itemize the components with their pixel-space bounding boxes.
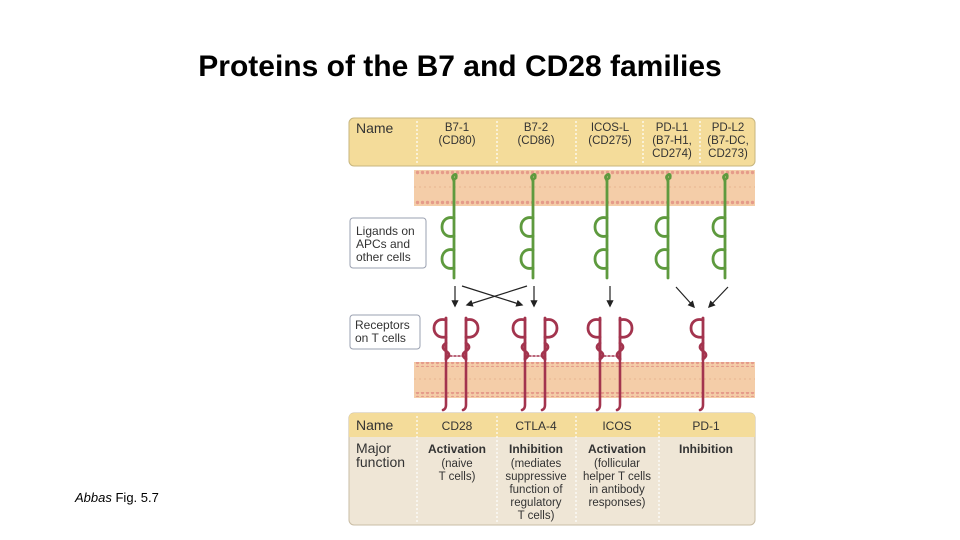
ligand-name-0-line0: B7-1 [445, 122, 469, 134]
function-header-line1: Major [356, 440, 391, 456]
function-detail-1-line0: (mediates [511, 458, 562, 470]
receptor-dimer-2 [586, 316, 634, 362]
binding-arrows [451, 285, 729, 309]
ligand-name-2-line0: ICOS-L [591, 122, 630, 134]
arrow-b7-2-cd28 [465, 285, 528, 307]
ligand-name-4-line2: CD273) [708, 148, 748, 160]
apc-membrane [414, 170, 755, 206]
ligands-label-line2: APCs and [356, 237, 410, 251]
citation-author: Abbas [75, 490, 112, 505]
ligands-label-box [349, 217, 427, 269]
ligand-name-3-line0: PD-L1 [656, 122, 689, 134]
ligand-name-3-line2: CD274) [652, 148, 692, 160]
ligand-name-1-line0: B7-2 [524, 122, 548, 134]
function-detail-1-line3: regulatory [510, 497, 561, 509]
receptor-names: CD28 CTLA-4 ICOS PD-1 [442, 419, 720, 433]
receptor-name-0: CD28 [442, 419, 473, 433]
arrow-pdl2-pd1 [708, 286, 729, 309]
figure-citation: Abbas Fig. 5.7 [75, 490, 159, 505]
function-detail-2-line1: helper T cells [583, 471, 651, 483]
ligands-label-line1: Ligands on [356, 224, 415, 238]
receptor-dimer-0 [432, 316, 480, 362]
function-detail-1-line1: suppressive [505, 471, 566, 483]
receptor-tail-0 [441, 360, 468, 412]
receptor-molecules [432, 316, 708, 362]
receptors-label-line2: on T cells [355, 331, 406, 345]
citation-ref: Fig. 5.7 [111, 490, 159, 505]
function-title-2: Activation [588, 442, 646, 456]
function-detail-0-line0: (naive [441, 458, 472, 470]
receptor-name-row [349, 413, 755, 437]
function-detail-2-line2: in antibody [589, 484, 645, 496]
arrow-b7-1-ctla4 [461, 285, 524, 307]
ligand-name-0-line1: (CD80) [438, 135, 475, 147]
ligands-label-line3: other cells [356, 250, 411, 264]
ligand-name-4-line1: (B7-DC, [707, 135, 749, 147]
ligand-molecule-2 [593, 173, 611, 280]
receptor-monomer-pd1 [689, 316, 708, 362]
arrow-pdl1-pd1 [675, 286, 695, 309]
function-title-3: Inhibition [679, 442, 733, 456]
receptors-label-line1: Receptors [355, 318, 410, 332]
function-detail-1-line2: function of [509, 484, 563, 496]
receptor-name-1: CTLA-4 [515, 419, 557, 433]
ligand-name-4-line0: PD-L2 [712, 122, 745, 134]
receptor-name-header: Name [356, 417, 394, 433]
ligand-molecules [440, 173, 729, 280]
ligand-name-header: Name [356, 120, 394, 136]
ligand-name-2-line1: (CD275) [588, 135, 632, 147]
tcell-membrane [414, 362, 755, 398]
receptor-dimer-1 [511, 316, 559, 362]
ligand-molecule-0 [440, 173, 458, 280]
ligand-molecule-3 [654, 173, 672, 280]
receptor-tail-1 [520, 360, 547, 412]
receptor-name-3: PD-1 [692, 419, 720, 433]
ligand-name-1-line1: (CD86) [517, 135, 554, 147]
function-detail-2-line3: responses) [589, 497, 646, 509]
function-title-0: Activation [428, 442, 486, 456]
ligand-molecule-4 [711, 173, 729, 280]
slide-title: Proteins of the B7 and CD28 families [198, 50, 722, 83]
ligand-name-panel [348, 117, 756, 167]
function-detail-2-line0: (follicular [594, 458, 640, 470]
receptor-tail-pd1 [698, 360, 705, 412]
receptor-name-2: ICOS [602, 419, 631, 433]
receptor-tails [441, 360, 705, 412]
receptor-tail-2 [595, 360, 622, 412]
ligand-name-3-line1: (B7-H1, [652, 135, 692, 147]
function-title-1: Inhibition [509, 442, 563, 456]
function-detail-1-line4: T cells) [518, 510, 555, 522]
receptors-label-box [349, 314, 421, 350]
function-header-line2: function [356, 454, 405, 470]
function-detail-0-line1: T cells) [439, 471, 476, 483]
ligand-names: B7-1(CD80)B7-2(CD86)ICOS-L(CD275)PD-L1(B… [438, 122, 748, 160]
ligand-molecule-1 [519, 173, 537, 280]
